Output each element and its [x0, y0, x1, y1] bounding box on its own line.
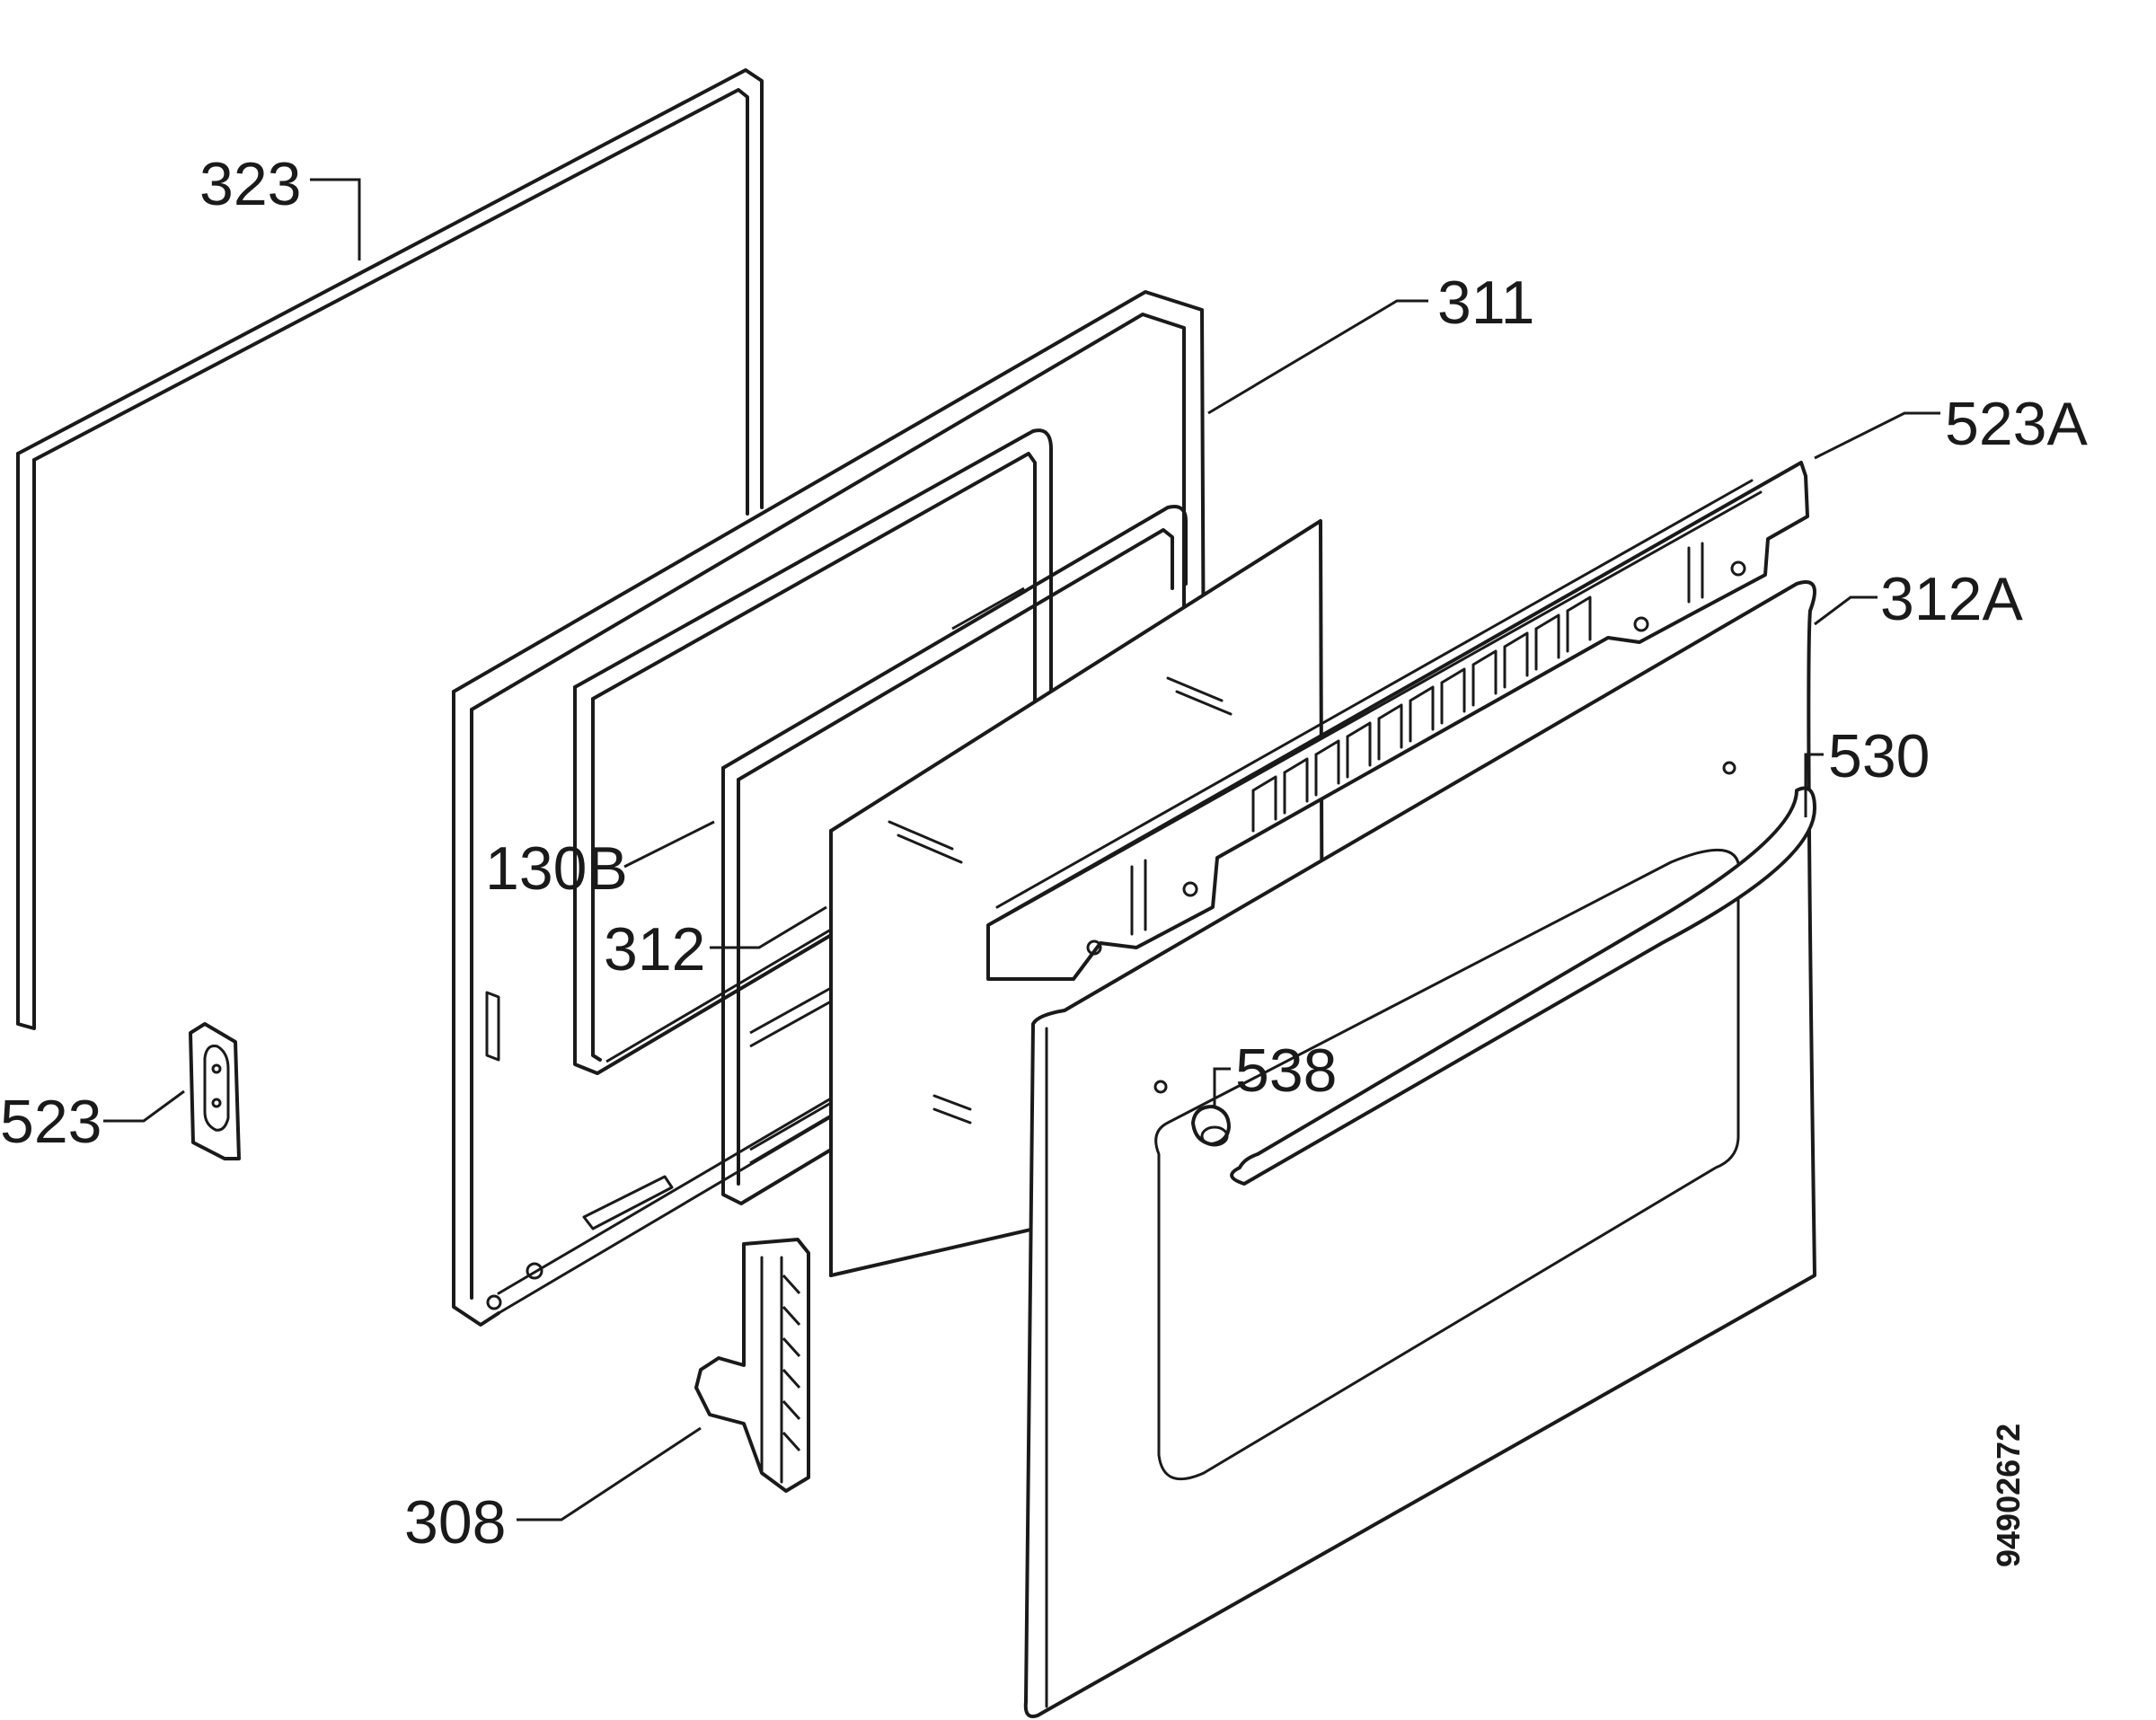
- label-323: 323: [199, 150, 301, 218]
- label-308: 308: [404, 1488, 506, 1557]
- leader-lines: [103, 178, 1940, 1522]
- leader-523A: [1814, 411, 1940, 460]
- vent-slots: [1251, 595, 1592, 833]
- leader-312: [710, 905, 827, 949]
- leader-312A: [1814, 595, 1878, 626]
- label-312: 312: [604, 915, 705, 983]
- part-130B-inner-glass-frame: [573, 428, 1053, 1075]
- label-523: 523: [0, 1088, 102, 1156]
- label-130B: 130B: [485, 834, 628, 903]
- leader-130B: [623, 820, 715, 869]
- leader-538: [1213, 1067, 1231, 1107]
- part-523A-vent-profile: [986, 461, 1809, 981]
- part-312-glass-seal-frame: [721, 505, 1188, 1205]
- leader-523: [103, 1089, 185, 1123]
- label-530: 530: [1828, 722, 1930, 790]
- part-530-door-handle: [1230, 786, 1816, 1186]
- label-523A: 523A: [1945, 390, 2088, 458]
- part-323-door-seal: [16, 68, 764, 1030]
- callout-labels: 323 311 523A 312A 530 130B 312 538 523 3…: [0, 150, 2088, 1567]
- label-538: 538: [1235, 1036, 1337, 1105]
- label-312A: 312A: [1880, 565, 2023, 633]
- part-308-door-hinge: [694, 1238, 810, 1493]
- label-311: 311: [1437, 269, 1534, 337]
- part-538-end-cap: [1191, 1105, 1231, 1147]
- leader-308: [517, 1426, 702, 1522]
- part-523-latch-bracket: [189, 1022, 241, 1160]
- leader-311: [1207, 299, 1428, 415]
- leader-530: [1804, 753, 1824, 817]
- leader-323: [310, 178, 361, 260]
- drawing-code: 94902672: [1990, 1424, 2027, 1567]
